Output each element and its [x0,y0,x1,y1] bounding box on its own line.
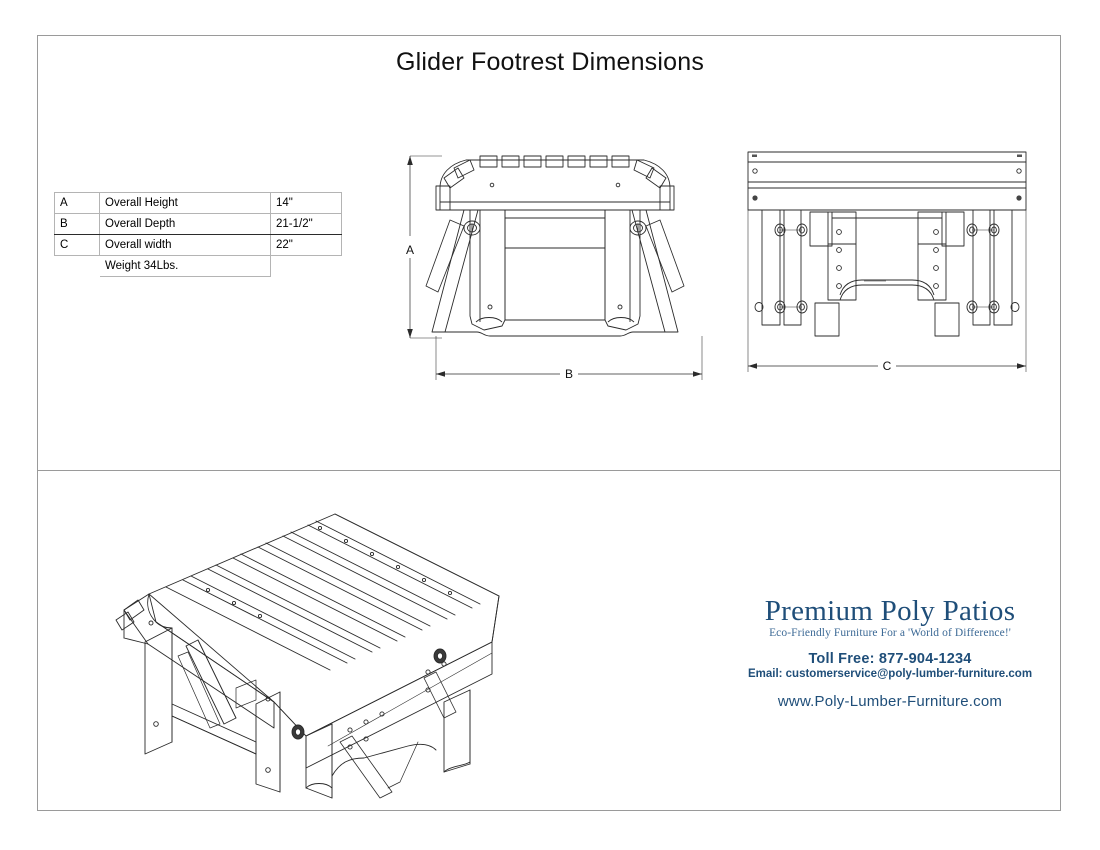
page-title: Glider Footrest Dimensions [395,48,705,76]
company-name: Premium Poly Patios [764,595,1016,627]
drawing-sheet-border [37,35,1061,811]
table-cell-key: C [54,234,100,256]
front-elevation-view: A B [392,140,732,400]
table-cell-key: A [54,192,100,214]
table-row: C Overall width 22" [54,234,342,256]
branding-block: Premium Poly Patios Eco-Friendly Furnitu… [700,595,1080,711]
table-cell-value: 14" [270,192,342,214]
company-tagline: Eco-Friendly Furniture For a 'World of D… [769,627,1011,640]
isometric-perspective-view [88,492,538,802]
contact-email[interactable]: Email: customerservice@poly-lumber-furni… [747,668,1033,681]
side-elevation-view: C [736,140,1046,400]
website-url[interactable]: www.Poly-Lumber-Furniture.com [777,693,1003,711]
table-cell-key [55,256,100,277]
dimension-table: A Overall Height 14" B Overall Depth 21-… [54,192,342,277]
table-row: Weight 34Lbs. [55,255,342,277]
table-cell-value [271,256,342,277]
dimension-label-c: C [883,359,892,373]
dimension-label-a: A [406,243,414,257]
sheet-horizontal-divider [37,470,1061,471]
table-row: A Overall Height 14" [54,192,342,214]
table-row: B Overall Depth 21-1/2" [54,213,342,235]
table-cell-desc: Overall width [99,234,271,256]
table-cell-value: 22" [270,234,342,256]
toll-free-phone: Toll Free: 877-904-1234 [808,651,972,668]
table-cell-key: B [54,213,100,235]
table-cell-desc: Weight 34Lbs. [99,255,271,277]
table-cell-desc: Overall Depth [99,213,271,235]
table-cell-desc: Overall Height [99,192,271,214]
dimension-label-b: B [565,367,573,381]
table-cell-value: 21-1/2" [270,213,342,235]
